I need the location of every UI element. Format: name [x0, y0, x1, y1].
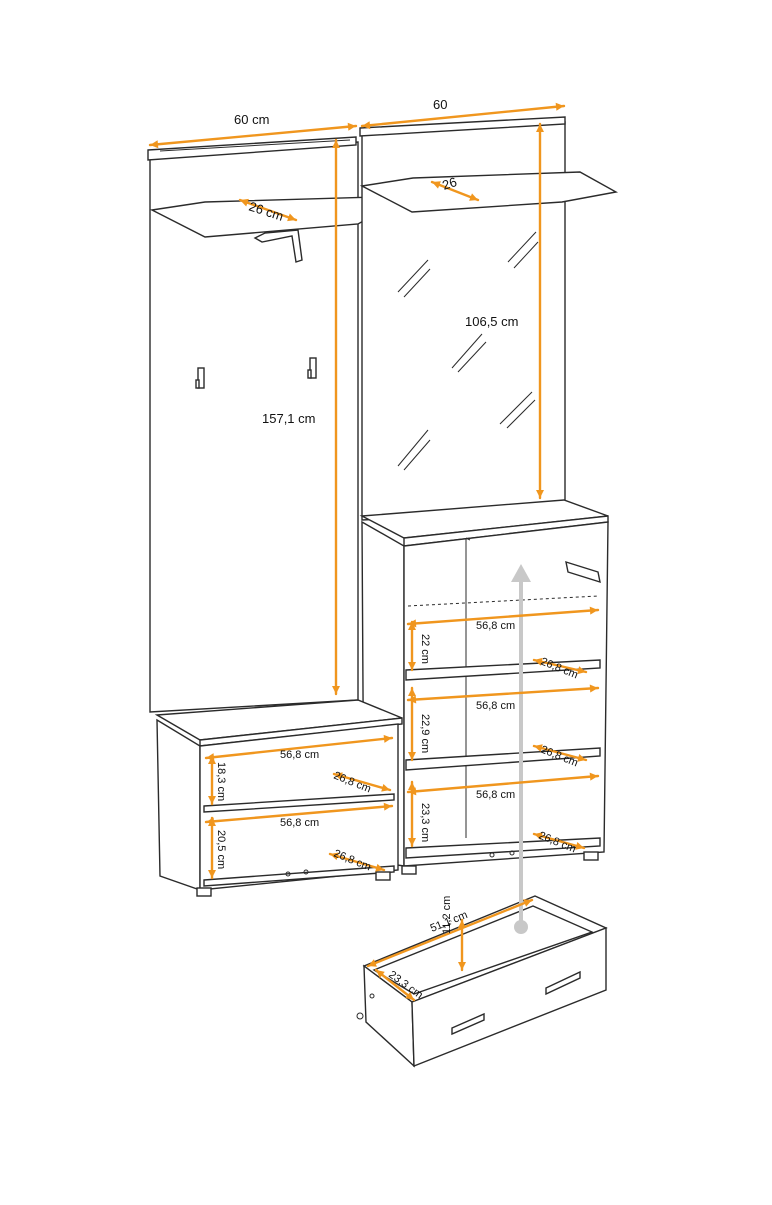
dim-width-right [360, 102, 566, 130]
dim-right-cab-height-2 [408, 686, 416, 762]
dim-shelf-depth-left [238, 198, 298, 222]
label-shelf-depth-right: 26 [440, 174, 458, 193]
dim-width-left [148, 122, 358, 149]
label-right-cab-width-1: 56,8 cm [476, 620, 515, 632]
label-height-left-panel: 157,1 cm [262, 411, 315, 426]
dim-drawer-width [366, 898, 534, 968]
label-left-cab-width-2: 56,8 cm [280, 817, 319, 829]
drawer [356, 895, 608, 1068]
hook-right-icon [307, 357, 317, 379]
left-cabinet [154, 699, 403, 897]
label-height-mirror: 106,5 cm [465, 314, 518, 329]
label-right-cab-width-3: 56,8 cm [476, 789, 515, 801]
dim-height-mirror [536, 122, 544, 500]
coat-rail [253, 229, 303, 263]
dim-right-cab-depth-1 [532, 657, 588, 675]
dim-left-cab-depth-2 [328, 852, 386, 872]
label-drawer-height: 11,2 cm [441, 896, 453, 934]
label-width-left: 60 cm [234, 112, 269, 127]
label-right-cab-height-2: 22,9 cm [419, 714, 431, 753]
dim-right-cab-height-3 [408, 780, 416, 848]
label-left-cab-height-2: 20,5 cm [215, 830, 227, 869]
dim-shelf-depth-right [430, 180, 480, 202]
dim-right-cab-depth-3 [532, 832, 586, 850]
right-cabinet [359, 499, 609, 875]
dim-right-cab-depth-2 [532, 744, 588, 762]
dim-left-cab-height-1 [208, 754, 216, 806]
insert-drawer-arrow [511, 564, 531, 934]
dim-drawer-depth [374, 968, 416, 1002]
dimension-lines [148, 102, 600, 1002]
label-left-cab-width-1: 56,8 cm [280, 749, 319, 761]
dim-right-cab-height-1 [408, 620, 416, 672]
dim-height-left-panel [332, 138, 340, 696]
label-right-cab-width-2: 56,8 cm [476, 700, 515, 712]
dim-left-cab-height-2 [208, 816, 216, 880]
label-right-cab-height-3: 23,3 cm [419, 803, 431, 842]
label-right-cab-height-1: 22 cm [419, 634, 431, 664]
right-top-shelf [359, 171, 619, 213]
label-width-right: 60 [433, 97, 447, 112]
mirror-reflection-marks [397, 231, 539, 471]
hook-left-icon [195, 367, 205, 389]
label-left-cab-height-1: 18,3 cm [215, 762, 227, 801]
dim-drawer-height [458, 918, 466, 972]
dim-left-cab-depth-1 [332, 772, 392, 792]
